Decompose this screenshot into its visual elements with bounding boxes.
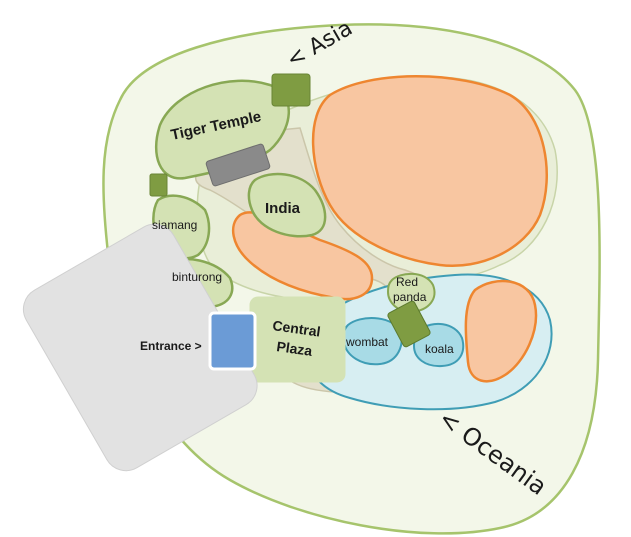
central-plaza-label-line2: Plaza — [276, 338, 314, 359]
red-panda-building — [387, 300, 431, 348]
central-plaza-label-line1: Central — [272, 317, 322, 340]
central-plaza[interactable] — [249, 296, 346, 383]
entrance-gate[interactable] — [208, 311, 257, 371]
india-label: India — [265, 200, 301, 217]
wombat-label: wombat — [345, 335, 389, 349]
india-exhibit[interactable] — [247, 172, 327, 238]
asia-gateway-building — [271, 73, 311, 107]
entrance-area[interactable] — [15, 216, 265, 479]
siamang-label: siamang — [152, 218, 197, 232]
koala-label: koala — [425, 342, 454, 356]
red-panda-label-line2: panda — [393, 290, 427, 304]
entrance-label: Entrance > — [140, 339, 202, 353]
binturong-label: binturong — [172, 270, 222, 284]
gray-building — [205, 143, 271, 187]
small-green-building — [149, 173, 168, 197]
large-orange-enclosure — [311, 75, 548, 267]
red-panda-label-line1: Red — [396, 275, 418, 289]
oceania-orange-enclosure — [464, 279, 538, 383]
